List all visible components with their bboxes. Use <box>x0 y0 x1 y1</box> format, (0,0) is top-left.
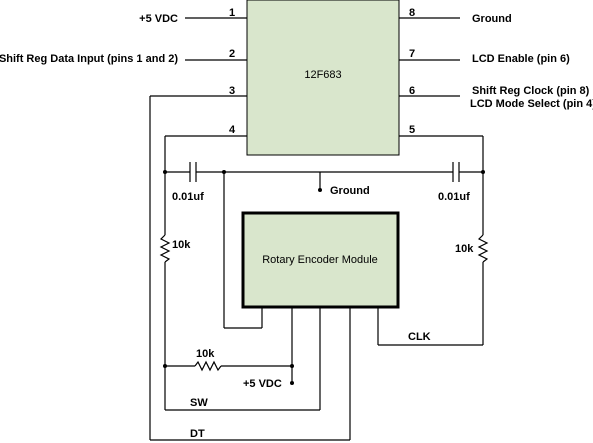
clk-label: CLK <box>408 331 431 343</box>
cap-left-label: 0.01uf <box>172 191 204 203</box>
res-left <box>159 234 171 263</box>
pin8-number: 8 <box>409 7 415 19</box>
pin2-number: 2 <box>229 48 235 60</box>
junction-sw <box>163 364 167 368</box>
vdd-label: +5 VDC <box>139 13 178 25</box>
pin5-number: 5 <box>409 124 415 136</box>
ic-12f683-body <box>246 0 400 156</box>
ground-label: Ground <box>472 13 512 25</box>
dt-label: DT <box>190 428 205 440</box>
vdd-terminal <box>290 381 294 385</box>
rotary-encoder-module <box>241 211 400 309</box>
vdd-bottom-label: +5 VDC <box>243 378 282 390</box>
ground-tap-end <box>318 188 322 192</box>
pin6-number: 6 <box>409 85 415 97</box>
res-left-label: 10k <box>172 239 191 251</box>
pin7-number: 7 <box>409 48 415 60</box>
pin4-number: 4 <box>229 124 236 136</box>
pin1-number: 1 <box>229 7 235 19</box>
ground-mid-label: Ground <box>330 185 370 197</box>
lcd-mode-label: LCD Mode Select (pin 4) <box>470 98 593 110</box>
junction-left-cap <box>163 170 167 174</box>
pin3-number: 3 <box>229 85 235 97</box>
sw-label: SW <box>190 397 208 409</box>
ic-name: 12F683 <box>304 69 341 81</box>
cap-right-label: 0.01uf <box>438 191 470 203</box>
data-input-label: Shift Reg Data Input (pins 1 and 2) <box>0 53 178 65</box>
res-right <box>477 234 489 263</box>
lcd-enable-label: LCD Enable (pin 6) <box>472 53 570 65</box>
res-bottom-label: 10k <box>196 348 215 360</box>
res-bottom <box>194 360 222 372</box>
module-name: Rotary Encoder Module <box>262 254 378 266</box>
res-right-label: 10k <box>455 243 474 255</box>
shift-clock-label: Shift Reg Clock (pin 8) <box>472 85 590 97</box>
